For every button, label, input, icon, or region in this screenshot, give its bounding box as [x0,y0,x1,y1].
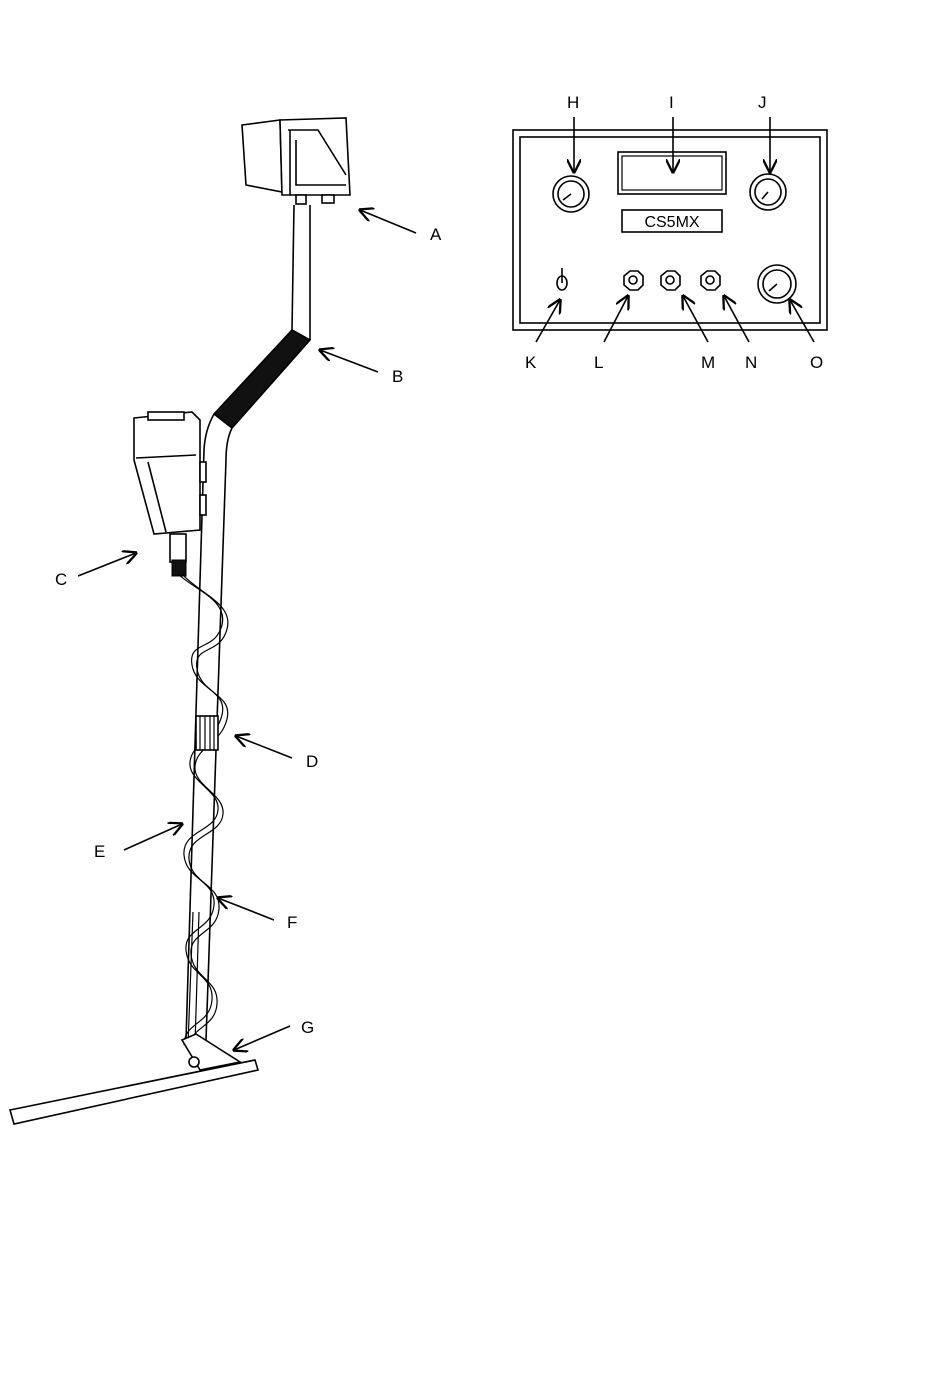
label-m: M [701,353,715,372]
display-window [618,152,726,194]
label-k: K [525,353,537,372]
label-i: I [669,93,674,112]
socket-n [701,271,720,290]
label-j: J [758,93,767,112]
label-a: A [430,225,442,244]
label-o: O [810,353,823,372]
control-box [242,118,350,204]
toggle-switch-k [557,268,567,290]
label-d: D [306,752,318,771]
socket-l [624,271,643,290]
detector-labels: A B C D E F G [55,225,442,1037]
shaft-lock [196,716,218,750]
label-b: B [392,367,403,386]
label-f: F [287,913,297,932]
knob-o [758,265,796,303]
label-e: E [94,842,105,861]
knob-j [750,174,786,210]
model-name: CS5MX [644,214,699,231]
label-c: C [55,570,67,589]
label-g: G [301,1018,314,1037]
socket-m [661,271,680,290]
detector-illustration [10,118,350,1124]
label-n: N [745,353,757,372]
label-l: L [594,353,603,372]
search-coil [10,1060,258,1124]
handle-grip [214,330,310,428]
label-h: H [567,93,579,112]
detector-callouts [78,210,416,1050]
control-panel: CS5MX [513,130,827,330]
battery-box [134,412,206,576]
knob-h [553,176,589,212]
